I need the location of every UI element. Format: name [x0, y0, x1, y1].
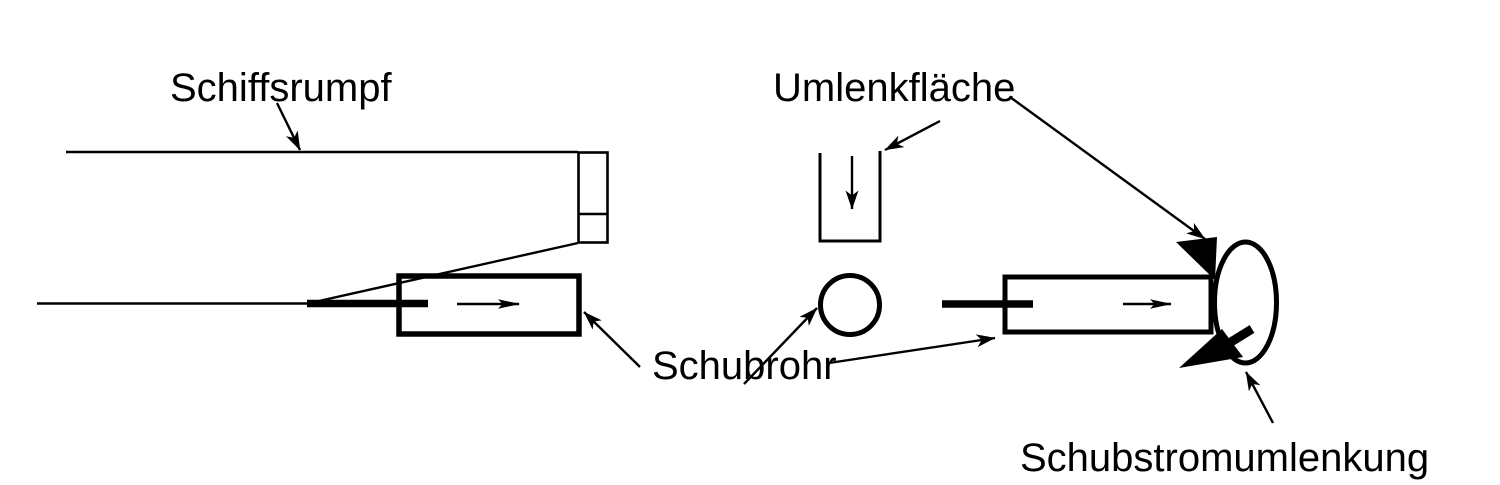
label-thrust-stream-deflection: Schubstromumlenkung: [1020, 436, 1429, 480]
hull-stern-diagonal: [309, 241, 579, 305]
schubrohr-leader-arrow-right: [828, 334, 996, 365]
schubstromumlenkung-leader-arrow: [1244, 371, 1275, 424]
left-thrust-tube: [396, 273, 582, 337]
umlenkflaeche-leader-arrow-long: [1009, 96, 1206, 240]
deflected-stream-arrow-bottom-head: [1179, 329, 1243, 368]
deflected-stream-arrow-top: [1176, 237, 1217, 280]
hull-stern-box: [577, 151, 609, 244]
label-deflection-surface: Umlenkfläche: [773, 66, 1015, 110]
right-thrust-tube: [1002, 274, 1214, 335]
label-ship-hull: Schiffsrumpf: [170, 66, 392, 110]
deflector-cap-ellipse: [1212, 239, 1279, 366]
deflector-bracket: [818, 151, 882, 243]
schiffsrumpf-leader-arrow: [275, 102, 302, 151]
tube-cross-section-circle: [818, 273, 882, 337]
deflected-stream-arrow-bottom-stem: [1228, 325, 1255, 346]
umlenkflaeche-leader-arrow: [884, 119, 941, 152]
label-thrust-tube: Schubrohr: [652, 344, 837, 388]
schubrohr-leader-arrow-circle: [743, 307, 818, 385]
schubrohr-leader-arrow-left: [583, 311, 641, 368]
